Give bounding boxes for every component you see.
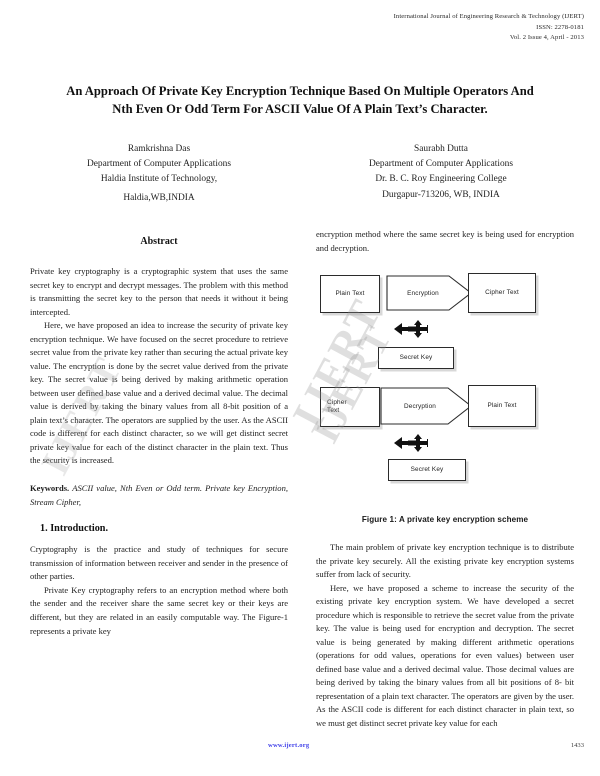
journal-issn: ISSN: 2278-0181	[536, 23, 584, 31]
figure-secret-key-box-decryption: Secret Key	[388, 459, 466, 482]
figure-plain-text-box: Plain Text	[320, 275, 380, 314]
left-column: Abstract Private key cryptography is a c…	[30, 236, 288, 638]
right-paragraph-2: Here, we have proposed a scheme to incre…	[316, 582, 574, 728]
figure-encryption-shape: Encryption	[386, 275, 472, 311]
right-column-continuation: encryption method where the same secret …	[316, 229, 574, 253]
figure-decryption-shape: Decryption	[380, 387, 472, 425]
journal-name: International Journal of Engineering Res…	[393, 13, 584, 20]
author-institution: Dr. B. C. Roy Engineering College	[375, 174, 507, 185]
right-column: encryption method where the same secret …	[316, 228, 574, 731]
author-institution: Haldia Institute of Technology,	[100, 174, 218, 185]
journal-header: International Journal of Engineering Res…	[394, 12, 584, 44]
figure-secret-key-box-encryption: Secret Key	[378, 347, 454, 370]
right-paragraph-1: The main problem of private key encrypti…	[316, 542, 574, 580]
figure-cipher-text-label: Cipher Text	[327, 399, 347, 415]
figure-encryption-label: Encryption	[407, 289, 439, 297]
figure-1: Plain Text Encryption Cipher Text Secret	[316, 267, 574, 524]
title-line-2: Nth Even Or Odd Term For ASCII Value Of …	[112, 102, 488, 117]
keywords-text: ASCII value, Nth Even or Odd term. Priva…	[30, 482, 288, 507]
author-location: Durgapur-713206, WB, INDIA	[382, 189, 500, 200]
footer-page-number: 1433	[570, 742, 584, 749]
author-list: Ramkrishna Das Department of Computer Ap…	[18, 142, 582, 206]
figure-cipher-text-box-decryption: Cipher Text	[320, 387, 380, 428]
abstract-heading: Abstract	[140, 236, 178, 247]
figure-decryption-label: Decryption	[403, 402, 437, 410]
footer-website-link[interactable]: www.ijert.org	[268, 742, 310, 749]
keywords-label: Keywords.	[30, 482, 70, 493]
figure-cipher-text-box: Cipher Text	[468, 273, 536, 314]
introduction-heading: 1. Introduction.	[40, 523, 109, 535]
page-title: An Approach Of Private Key Encryption Te…	[38, 82, 562, 119]
author-location: Haldia,WB,INDIA	[123, 192, 195, 203]
journal-volume: Vol. 2 Issue 4, April - 2013	[509, 34, 584, 42]
abstract-paragraph-2: Here, we have proposed an idea to increa…	[30, 320, 288, 466]
introduction-paragraph-1: Cryptography is the practice and study o…	[30, 544, 288, 582]
title-line-1: An Approach Of Private Key Encryption Te…	[66, 84, 534, 98]
figure-bidirectional-arrow-icon	[394, 319, 428, 339]
figure-caption: Figure 1: A private key encryption schem…	[361, 515, 529, 525]
author-department: Department of Computer Applications	[87, 159, 231, 170]
author-block-1: Ramkrishna Das Department of Computer Ap…	[18, 142, 300, 206]
author-name: Saurabh Dutta	[414, 144, 468, 154]
figure-bidirectional-arrow-icon-2	[394, 433, 428, 453]
author-block-2: Saurabh Dutta Department of Computer App…	[300, 142, 582, 206]
abstract-paragraph-1: Private key cryptography is a cryptograp…	[30, 266, 288, 317]
keywords: Keywords. ASCII value, Nth Even or Odd t…	[30, 482, 288, 509]
author-name: Ramkrishna Das	[127, 144, 191, 154]
figure-plain-text-box-decryption: Plain Text	[468, 385, 536, 428]
author-department: Department of Computer Applications	[369, 159, 513, 170]
introduction-paragraph-2: Private Key cryptography refers to an en…	[30, 584, 288, 636]
